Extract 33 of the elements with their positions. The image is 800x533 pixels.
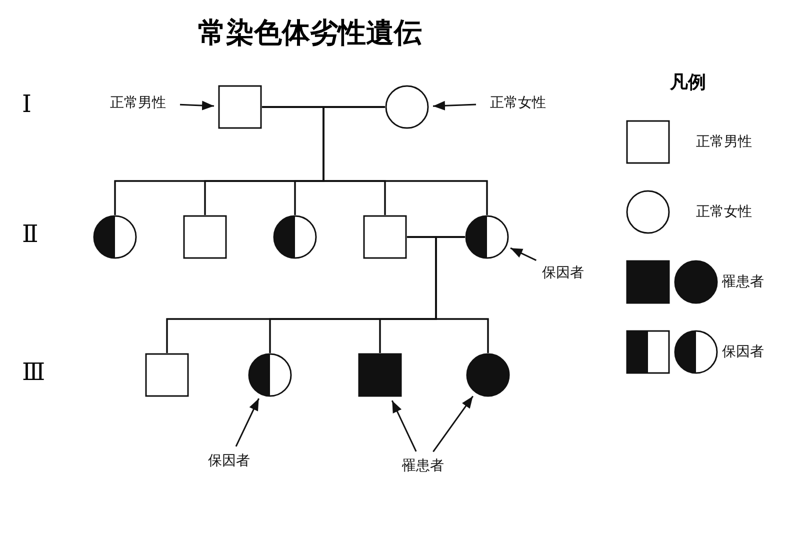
legend-label: 正常男性: [696, 133, 752, 152]
leader-arrow: [235, 398, 260, 447]
carrier-female-symbol: [273, 215, 317, 259]
leader-label: 正常女性: [480, 92, 556, 114]
leader-arrow: [510, 247, 537, 261]
male-symbol: [145, 353, 189, 397]
generation-numeral: Ⅰ: [22, 90, 32, 118]
legend-title: 凡例: [670, 71, 706, 94]
leader-label: 罹患者: [392, 455, 454, 477]
title: 常染色体劣性遺伝: [197, 15, 423, 51]
leader-label: 保因者: [532, 262, 594, 284]
male-symbol: [218, 85, 262, 129]
leader-arrow: [432, 396, 474, 452]
leader-label: 保因者: [198, 450, 260, 472]
leader-label: 正常男性: [100, 92, 176, 114]
male-symbol: [183, 215, 227, 259]
leader-arrow: [432, 100, 476, 110]
carrier-female-symbol: [248, 353, 292, 397]
female-symbol: [385, 85, 429, 129]
carrier-female-symbol: [465, 215, 509, 259]
carrier-female-symbol: [93, 215, 137, 259]
descent-line: [322, 106, 488, 215]
legend-label: 正常女性: [696, 203, 752, 222]
male-symbol: [363, 215, 407, 259]
legend-label: 保因者: [722, 343, 764, 362]
generation-numeral: Ⅲ: [22, 358, 46, 386]
legend-label: 罹患者: [722, 273, 764, 292]
affected-female-symbol: [466, 353, 510, 397]
descent-line: [435, 236, 489, 353]
affected-male-symbol: [358, 353, 402, 397]
generation-numeral: Ⅱ: [22, 220, 38, 248]
leader-arrow: [391, 400, 417, 452]
leader-arrow: [180, 100, 214, 110]
